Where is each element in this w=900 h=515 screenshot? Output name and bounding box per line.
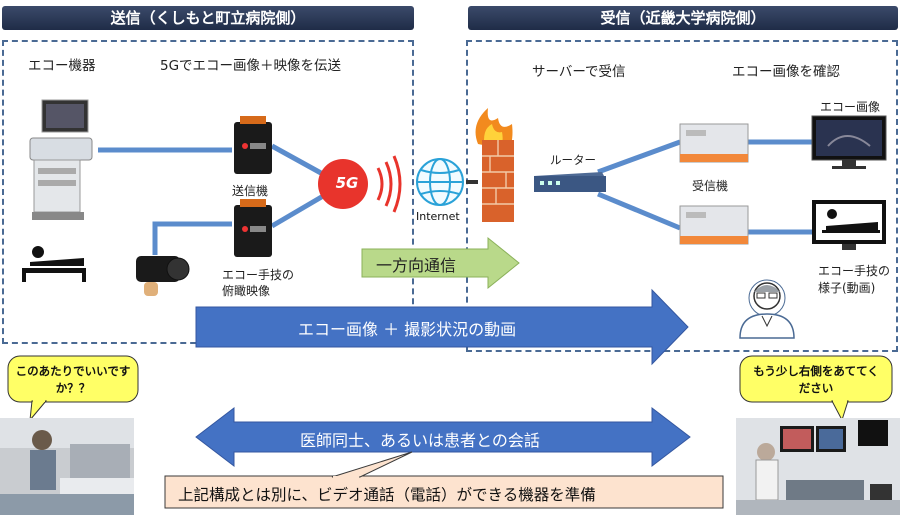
confirm-echo-title: エコー画像を確認: [732, 64, 840, 80]
one-way-arrow-shape: [361, 236, 520, 290]
router-icon: [534, 172, 606, 192]
left-bubble-line2: か？？: [55, 381, 91, 395]
router-label: ルーター: [550, 153, 596, 167]
firewall-icon: [475, 108, 514, 222]
line-router-to-receiver2: [597, 191, 681, 231]
conversation-arrow-shape: [195, 406, 691, 468]
receive-side-box: [466, 40, 898, 352]
procedure-monitor-icon: [812, 200, 886, 250]
transmitter-device-1-icon: [234, 116, 272, 174]
right-bubble-line2: ださい: [798, 381, 834, 395]
line-transmitter2-to-5g: [270, 189, 332, 229]
echo-monitor-label: エコー画像: [820, 100, 881, 114]
line-camera-to-transmitter: [152, 221, 232, 255]
transmitter-label: 送信機: [232, 184, 269, 198]
line-router-to-receiver1: [597, 139, 681, 175]
echo-monitor-icon: [811, 115, 887, 169]
receiver-label: 受信機: [692, 179, 729, 193]
ultrasound-machine-icon: [29, 99, 93, 220]
right-bubble-line1: もう少し右側をあててく: [753, 364, 879, 378]
5g-transmit-title: 5Gでエコー画像＋映像を伝送: [160, 58, 342, 74]
camera-label-line1: エコー手技の: [222, 268, 295, 282]
note-box-shape: [164, 475, 724, 509]
5g-badge-icon: [318, 155, 402, 213]
5g-badge-label: 5G: [335, 174, 359, 192]
echo-video-arrow-shape: [195, 288, 689, 366]
line-transmitter1-to-5g: [270, 143, 332, 181]
receiver-server-2-icon: [679, 205, 749, 245]
transmitter-device-2-icon: [234, 199, 272, 257]
procedure-monitor-label-line1: エコー手技の: [818, 264, 891, 278]
server-receive-title: サーバーで受信: [532, 64, 626, 80]
one-way-communication-label: 一方向通信: [376, 256, 457, 275]
receiver-server-1-icon: [679, 123, 749, 163]
connection-lines: [98, 139, 812, 255]
echo-video-arrow-label: エコー画像 ＋ 撮影状況の動画: [298, 320, 517, 339]
echo-device-title: エコー機器: [28, 58, 96, 74]
conversation-arrow-label: 医師同士、あるいは患者との会話: [300, 431, 540, 450]
internet-label: Internet: [416, 210, 460, 223]
send-side-photo: [0, 418, 134, 515]
internet-globe-icon: [416, 158, 464, 206]
procedure-monitor-label-line2: 様子(動画): [818, 281, 876, 295]
patient-on-bed-icon: [22, 246, 86, 282]
right-speech-bubble-shape: [739, 355, 893, 422]
receive-side-photo: [736, 418, 900, 515]
left-speech-bubble-shape: [7, 355, 139, 422]
video-camera-icon: [136, 256, 190, 296]
video-call-note: 上記構成とは別に、ビデオ通話（電話）ができる機器を準備: [178, 486, 596, 504]
camera-label-line2: 俯瞰映像: [222, 284, 271, 298]
doctor-icon: [739, 279, 795, 339]
receive-side-header: 受信（近畿大学病院側）: [468, 6, 898, 30]
left-bubble-line1: このあたりでいいです: [15, 364, 131, 378]
send-side-header: 送信（くしもと町立病院側）: [2, 6, 414, 30]
